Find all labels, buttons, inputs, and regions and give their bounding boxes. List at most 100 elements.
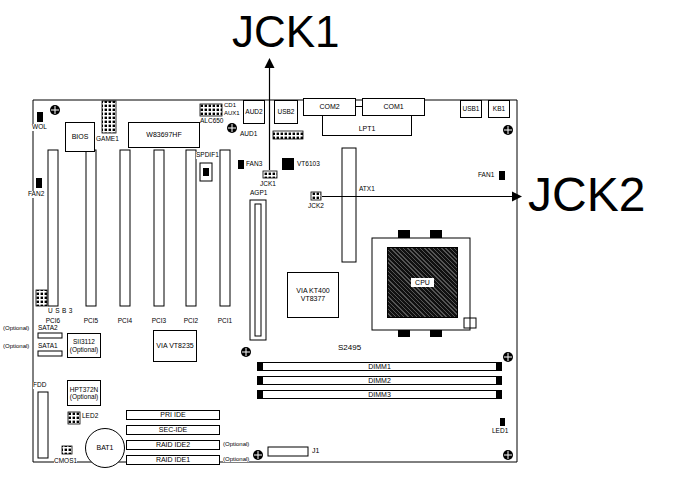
header-connector [499, 171, 505, 180]
component-box: KB1 [488, 100, 510, 118]
expansion-slot [38, 392, 48, 458]
cpu-socket [372, 230, 476, 337]
cpu-socket [398, 230, 410, 238]
component-name: COM1 [383, 103, 403, 111]
mounting-hole [503, 352, 513, 362]
leader-arrow [322, 196, 513, 197]
component-name: USB2 [278, 108, 295, 115]
part-label: CMOS1 [54, 458, 77, 465]
component-name: W83697HF [146, 131, 181, 139]
component-box: SEC-IDE [126, 425, 220, 435]
part-label: USB3 [48, 308, 75, 315]
part-label: PCI3 [152, 318, 166, 325]
mounting-hole [254, 451, 262, 459]
dimm-clip [497, 376, 502, 385]
expansion-slot [48, 150, 58, 306]
component-name: CPU [411, 278, 434, 288]
part-label: LED1 [492, 428, 508, 435]
expansion-slot [255, 204, 261, 336]
mounting-hole [50, 105, 60, 115]
cpu-socket [398, 330, 410, 337]
part-label: PCI6 [46, 318, 60, 325]
part-label: JCK2 [308, 203, 324, 210]
header-connector [268, 447, 308, 456]
component-box: VIA VT8235 [153, 330, 197, 362]
header-connector [36, 178, 42, 188]
component-box: W83697HF [128, 122, 200, 148]
battery-circle: BAT1 [85, 428, 125, 468]
component-box: BIOS [65, 122, 95, 152]
header-connector [68, 412, 80, 424]
component-name: HPT372N (Optional) [68, 386, 100, 400]
component-box: COM2 [303, 98, 356, 116]
part-label: (Optional) [3, 343, 29, 349]
expansion-slot [250, 200, 266, 340]
component-box: PRI IDE [126, 410, 220, 420]
component-box: AUD2 [243, 100, 265, 124]
cpu-socket [430, 230, 442, 238]
part-label: CD1 [224, 102, 236, 108]
mounting-hole [504, 353, 512, 361]
part-label: PCI5 [84, 318, 98, 325]
callout-label: JCK2 [528, 171, 645, 219]
expansion-slot [342, 148, 356, 262]
header-connector [311, 192, 321, 200]
header-connector [36, 290, 47, 306]
part-label: (Optional) [223, 456, 249, 462]
header-connector [38, 351, 62, 356]
cpu-socket [430, 330, 442, 337]
component-name: COM2 [319, 103, 339, 111]
mounting-hole [227, 123, 237, 133]
component-name: LPT1 [359, 125, 376, 133]
dimm-clip [497, 362, 502, 371]
expansion-slot [154, 150, 164, 306]
component-box: DIMM2 [262, 376, 497, 385]
header-connector [36, 101, 505, 456]
component-box: HPT372N (Optional) [67, 380, 101, 406]
mounting-hole [228, 124, 236, 132]
expansion-slot [38, 148, 356, 458]
board-outline [33, 100, 517, 462]
cpu-socket [464, 318, 476, 328]
component-name: PRI IDE [160, 411, 185, 419]
header-connector [102, 101, 116, 133]
dimm-clip [257, 362, 502, 399]
part-label: JCK1 [260, 181, 276, 188]
component-name: RAID IDE1 [156, 456, 190, 464]
part-label: FAN2 [28, 191, 44, 198]
component-box: RAID IDE1 [126, 455, 220, 465]
component-name: VIA KT400 VT8377 [288, 287, 338, 302]
mounting-hole [504, 451, 512, 459]
component-box: SII3112 (Optional) [67, 333, 101, 358]
component-box: USB1 [460, 100, 482, 118]
header-connector [263, 171, 277, 178]
mounting-hole [50, 105, 513, 460]
part-label: PCI4 [118, 318, 132, 325]
part-label: ATX1 [359, 186, 375, 193]
header-connector [203, 168, 209, 176]
part-label: WOL [32, 124, 47, 131]
component-box: COM1 [362, 98, 425, 116]
component-name: DIMM2 [368, 377, 391, 385]
part-label: SPDIF1 [196, 152, 219, 159]
component-name: VIA VT8235 [156, 342, 193, 350]
header-connector [37, 112, 43, 122]
part-label: AGP1 [250, 190, 267, 197]
mounting-hole [242, 348, 250, 356]
part-label: VT6103 [297, 161, 320, 168]
part-label: AUD1 [240, 131, 257, 138]
header-connector [200, 104, 222, 116]
callout-label: JCK1 [232, 10, 340, 54]
mounting-hole [504, 126, 512, 134]
mounting-hole [503, 125, 513, 135]
mounting-hole [503, 450, 513, 460]
component-name: KB1 [493, 105, 505, 112]
header-connector [500, 418, 505, 426]
mounting-hole [241, 347, 251, 357]
cpu-socket [372, 238, 470, 330]
part-label: AUX1 [224, 110, 240, 116]
leader-arrow [269, 66, 270, 170]
header-connector [238, 160, 244, 169]
leader-arrow [265, 58, 275, 68]
